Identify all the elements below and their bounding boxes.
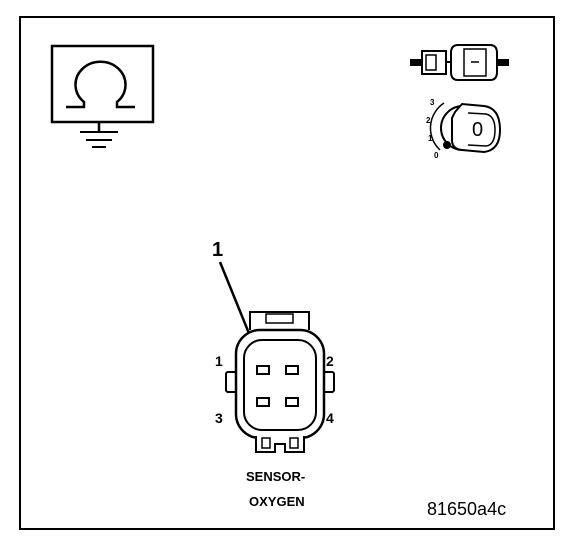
pin-label-1: 1 [215,353,223,369]
pin-label-2: 2 [326,353,334,369]
figure-id: 81650a4c [427,499,507,519]
pin-label-3: 3 [215,410,223,426]
ignition-switch-off-icon [429,102,502,154]
ignition-position-label: 2 [426,116,431,125]
ignition-position-label: 3 [430,98,435,107]
ignition-position-label: 0 [434,151,439,160]
ignition-position-label: 1 [428,134,433,143]
callout-number: 1 [212,239,224,261]
pin-label-4: 4 [326,410,334,426]
component-label-line2: OXYGEN [249,494,305,509]
terminal-4 [285,397,299,407]
terminal-3 [256,397,270,407]
component-label-line1: SENSOR- [246,469,306,484]
oxygen-sensor-connector [225,311,335,453]
ignition-key-label: 0 [472,119,484,141]
diagram-border [19,16,555,530]
ohmmeter-ground-icon [50,44,155,148]
terminal-2 [285,365,299,375]
terminal-1 [256,365,270,375]
disconnect-connector-icon [410,44,509,81]
